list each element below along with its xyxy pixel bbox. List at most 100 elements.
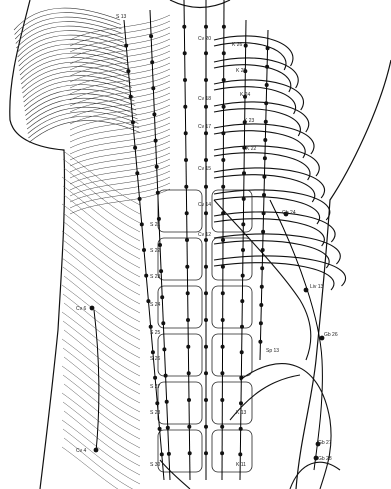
acupoint-dot <box>222 25 226 29</box>
acupoint-dot <box>262 175 266 179</box>
acupoint-dot <box>261 248 265 252</box>
acupoint-dot-lateral <box>304 288 309 293</box>
acupoint-dot <box>164 374 168 378</box>
label-st-23: S 23 <box>150 274 161 280</box>
acupoint-dot <box>204 265 208 269</box>
acupoint-dot <box>220 425 224 429</box>
acupoint-dot <box>160 295 164 299</box>
label-cv-17: Cv 17 <box>198 124 211 130</box>
acupoint-dot <box>263 156 267 160</box>
label-st-30: S 30 <box>150 462 161 468</box>
label-cv-15: Cv 15 <box>198 166 211 172</box>
acupoint-dot <box>221 291 225 295</box>
acupoint-dot <box>156 191 160 195</box>
acupoint-dot <box>185 265 189 269</box>
acupoint-dot <box>126 69 130 73</box>
acupoint-dot <box>162 347 166 351</box>
acupoint-dot <box>151 86 155 90</box>
acupoint-dot <box>260 266 264 270</box>
acupoint-dot <box>183 51 187 55</box>
acupoint-dot <box>204 425 208 429</box>
label-st-24: S 24 <box>150 302 161 308</box>
acupoint-dot <box>183 105 187 109</box>
acupoint-dot <box>222 78 226 82</box>
acupoint-dot <box>167 452 171 456</box>
label-ki-22: K 22 <box>246 146 257 152</box>
acupoint-dot <box>153 376 157 380</box>
acupoint-dot <box>262 211 266 215</box>
acupoint-dot <box>238 452 242 456</box>
label-st-22: S 22 <box>150 248 161 254</box>
acupoint-dot <box>135 171 139 175</box>
acupoint-dot <box>260 285 264 289</box>
label-ki-23: K 23 <box>244 118 255 124</box>
label-st-upper: S 13 <box>116 14 127 20</box>
acupoint-dot <box>263 138 267 142</box>
acupoint-dot <box>144 274 148 278</box>
acupoint-dot <box>239 427 243 431</box>
label-ki-24: K 24 <box>240 92 251 98</box>
label-cv-14: Cv 14 <box>198 202 211 208</box>
acupoint-dot <box>221 238 225 242</box>
label-st-28: S 28 <box>150 410 161 416</box>
acupoint-dot <box>149 34 153 38</box>
acupoint-dot <box>262 193 266 197</box>
acupoint-dot <box>161 321 165 325</box>
acupoint-dot <box>259 321 263 325</box>
acupoint-dot <box>154 139 158 143</box>
acupoint-dot <box>242 197 246 201</box>
acupoint-dot <box>142 248 146 252</box>
acupoint-dot <box>221 158 225 162</box>
label-cv-4: Cv 4 <box>76 448 87 454</box>
acupoint-dot <box>204 371 208 375</box>
acupoint-dot <box>239 401 243 405</box>
label-sp-13: Sp 13 <box>266 348 279 354</box>
acupoint-dot <box>258 340 262 344</box>
acupoint-dot <box>204 345 208 349</box>
acupoint-dot <box>129 95 133 99</box>
acupoint-dot <box>160 452 164 456</box>
label-ki-26: K 26 <box>232 42 243 48</box>
acupoint-dot <box>204 451 208 455</box>
acupoint-dot <box>204 318 208 322</box>
acupoint-dot <box>124 44 128 48</box>
acupoint-dot <box>149 325 153 329</box>
acupoint-dot <box>266 46 270 50</box>
acupoint-dot <box>186 291 190 295</box>
acupoint-dot <box>186 318 190 322</box>
acupoint-dot <box>241 248 245 252</box>
acupoint-dot <box>221 211 225 215</box>
label-ki-25: K 25 <box>236 68 247 74</box>
acupoint-dot <box>265 83 269 87</box>
acupoint-dot <box>131 120 135 124</box>
acupoint-dot <box>204 291 208 295</box>
label-gb-26: Gb 26 <box>324 332 338 338</box>
acupoint-dot <box>259 303 263 307</box>
label-liv-13: Liv 13 <box>310 284 324 290</box>
acupoint-dot <box>241 274 245 278</box>
acupoint-dot <box>265 65 269 69</box>
acupoint-dot <box>166 426 170 430</box>
acupoint-dot <box>185 211 189 215</box>
acupoint-dot <box>133 146 137 150</box>
acupoint-dot <box>241 222 245 226</box>
acupoint-dot <box>138 197 142 201</box>
acupoint-dot <box>187 398 191 402</box>
acupoint-dot <box>185 238 189 242</box>
acupoint-dot <box>187 371 191 375</box>
acupoint-dot <box>220 371 224 375</box>
acupoint-dot <box>240 325 244 329</box>
label-gb-28: Gb 28 <box>318 456 332 462</box>
acupoint-dot <box>261 230 265 234</box>
acupoint-dot <box>155 165 159 169</box>
label-st-27: S 27 <box>150 384 161 390</box>
label-ki-11: K 11 <box>236 462 246 468</box>
label-ki-13: K 13 <box>236 410 247 416</box>
acupoint-dot <box>204 158 208 162</box>
acupoint-dot <box>204 398 208 402</box>
acupoint-dot <box>158 427 162 431</box>
acupoint-dot <box>264 101 268 105</box>
acupoint-dot <box>182 25 186 29</box>
label-gb-24: Gb 24 <box>282 210 296 216</box>
